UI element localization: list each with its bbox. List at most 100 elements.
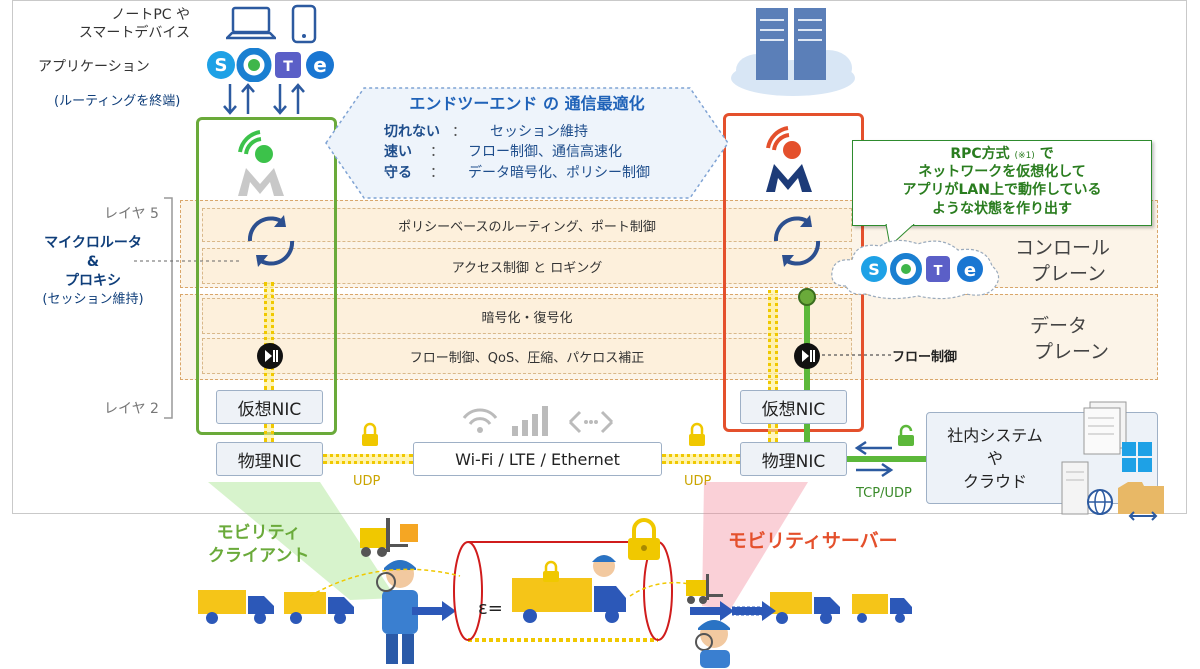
udp-label-left: UDP (353, 474, 381, 489)
enterprise-system-line1: 社内システム (947, 426, 1043, 445)
client-data-path (264, 282, 274, 390)
mobility-client-caption-line2: クライアント (208, 545, 310, 566)
svg-text:S: S (868, 260, 880, 279)
control-plane-label-line2: プレーン (1031, 262, 1107, 285)
mobility-server-caption: モビリティサーバー (728, 530, 898, 552)
tcp-link (847, 456, 927, 462)
routing-note: (ルーティングを終端) (54, 94, 181, 109)
rpc-callout-method: RPC方式 (950, 146, 1010, 162)
network-medium: Wi-Fi / LTE / Ethernet (413, 442, 662, 476)
e2e-item-secure-value: データ暗号化、ポリシー制御 (468, 164, 650, 181)
app-icons: S T e (207, 48, 334, 82)
micro-router-line2: & (86, 253, 100, 270)
udp-link-left (323, 454, 413, 464)
truck-icon (284, 592, 354, 624)
server-flow-icon (794, 343, 820, 369)
tunnel-formula: ε= (478, 598, 503, 619)
e2e-item-secure: 守る ： データ暗号化、ポリシー制御 (384, 163, 650, 183)
devices-label-line2: スマートデバイス (78, 25, 190, 42)
forklift-icon (360, 518, 418, 557)
movement-path-curves (309, 568, 701, 597)
micro-router-label: マイクロルータ & プロキシ (セッション維持) (24, 234, 162, 308)
worker-server-icon (695, 620, 730, 668)
server-physical-nic-label: 物理NIC (761, 451, 826, 472)
e2e-item-fast: 速い ： フロー制御、通信高速化 (384, 142, 650, 162)
client-physical-nic-label: 物理NIC (237, 451, 302, 472)
layer-row-access-label: アクセス制御 と ロギング (451, 260, 603, 276)
micro-router-line1: マイクロルータ (44, 235, 142, 251)
rpc-callout-note: (※1) (1014, 151, 1035, 161)
e2e-item-reliable-value: セッション維持 (490, 124, 588, 140)
tcp-direction-arrows (854, 440, 894, 478)
mobility-client-logo-icon (238, 130, 284, 196)
server-virtual-nic: 仮想NIC (740, 390, 847, 424)
lock-icon-right (689, 422, 705, 446)
client-traffic-arrows (223, 83, 305, 115)
client-virtual-nic-label: 仮想NIC (237, 399, 302, 420)
rpc-callout: RPC方式 (※1) で ネットワークを仮想化して アプリがLAN上で動作してい… (852, 140, 1152, 226)
svg-text:T: T (283, 59, 293, 75)
rpc-callout-line1: RPC方式 (※1) で (853, 145, 1151, 163)
svg-text:T: T (934, 264, 943, 279)
e2e-title: エンドツーエンド の 通信最適化 (409, 94, 645, 113)
micro-router-line3: プロキシ (65, 272, 121, 289)
e2e-item-reliable-key: 切れない (384, 124, 440, 140)
smartphone-icon (291, 4, 317, 44)
laptop-icon (226, 6, 276, 40)
svg-text:e: e (313, 53, 327, 77)
tcp-udp-label: TCP/UDP (856, 486, 912, 501)
client-flow-icon (257, 343, 283, 369)
data-plane-label-line2: プレーン (1034, 340, 1110, 363)
e2e-item-reliable-sep: ： (452, 124, 466, 140)
rpc-callout-line4: ような状態を作り出す (932, 200, 1072, 217)
server-flow-leader-line (822, 354, 892, 356)
svg-text:S: S (215, 55, 228, 76)
layer-row-flow: フロー制御、QoS、圧縮、パケロス補正 (202, 338, 852, 374)
udp-link-right (662, 454, 740, 464)
layer-top-label: レイヤ 5 (104, 206, 159, 222)
lock-icon-left (362, 422, 378, 446)
layer-row-routing-label: ポリシーベースのルーティング、ポート制御 (398, 219, 656, 235)
layer-row-access: アクセス制御 と ロギング (202, 248, 852, 284)
rpc-callout-line3: アプリがLAN上で動作している (902, 182, 1102, 199)
enterprise-system-label: 社内システム や クラウド (930, 424, 1060, 494)
server-nic-link-tcp (804, 424, 810, 442)
mobility-client-caption: モビリティ クライアント (208, 522, 309, 568)
e2e-item-secure-key: 守る (384, 164, 412, 181)
control-plane-label: コンロール プレーン (1015, 236, 1110, 287)
svg-text:e: e (964, 260, 976, 281)
flow-arrow-icon (732, 601, 776, 621)
e2e-item-fast-value: フロー制御、通信高速化 (468, 144, 622, 161)
layer-row-routing: ポリシーベースのルーティング、ポート制御 (202, 208, 852, 242)
flow-arrow-icon (690, 601, 734, 621)
e2e-item-fast-sep: ： (430, 144, 444, 161)
layer-row-encryption-label: 暗号化・復号化 (481, 310, 573, 326)
tunnel-lock-icon (628, 518, 660, 560)
data-plane-label-line1: データ (1030, 315, 1088, 337)
micro-router-leader-line (134, 260, 242, 262)
mobility-client-caption-line1: モビリティ (216, 523, 301, 543)
client-light-beam (208, 482, 396, 600)
e2e-item-reliable: 切れない ： セッション維持 (384, 122, 650, 142)
devices-label: ノートPC や スマートデバイス (70, 6, 190, 42)
micro-router-line4: (セッション維持) (42, 291, 144, 307)
rpc-callout-pointer (885, 224, 915, 247)
server-tcp-path (804, 294, 810, 390)
server-light-beam (702, 482, 808, 610)
udp-label-right: UDP (684, 474, 712, 489)
e2e-item-secure-sep: ： (430, 164, 444, 181)
worker-client-icon (376, 560, 418, 664)
network-medium-label: Wi-Fi / LTE / Ethernet (455, 449, 620, 469)
cargo-lock-icon (543, 560, 559, 582)
e2e-item-fast-key: 速い (384, 144, 412, 161)
server-nic-link-udp (768, 424, 778, 442)
rpc-callout-line2: ネットワークを仮想化して (918, 164, 1086, 181)
layer-bottom-label: レイヤ 2 (104, 401, 159, 417)
server-physical-nic: 物理NIC (740, 442, 847, 476)
layer-range-bracket (164, 197, 173, 419)
server-tcp-node-icon (798, 288, 816, 306)
client-cycle-icon (247, 215, 295, 267)
server-data-path (768, 290, 778, 390)
client-physical-nic: 物理NIC (216, 442, 323, 476)
enterprise-assets-icon (1061, 401, 1164, 521)
